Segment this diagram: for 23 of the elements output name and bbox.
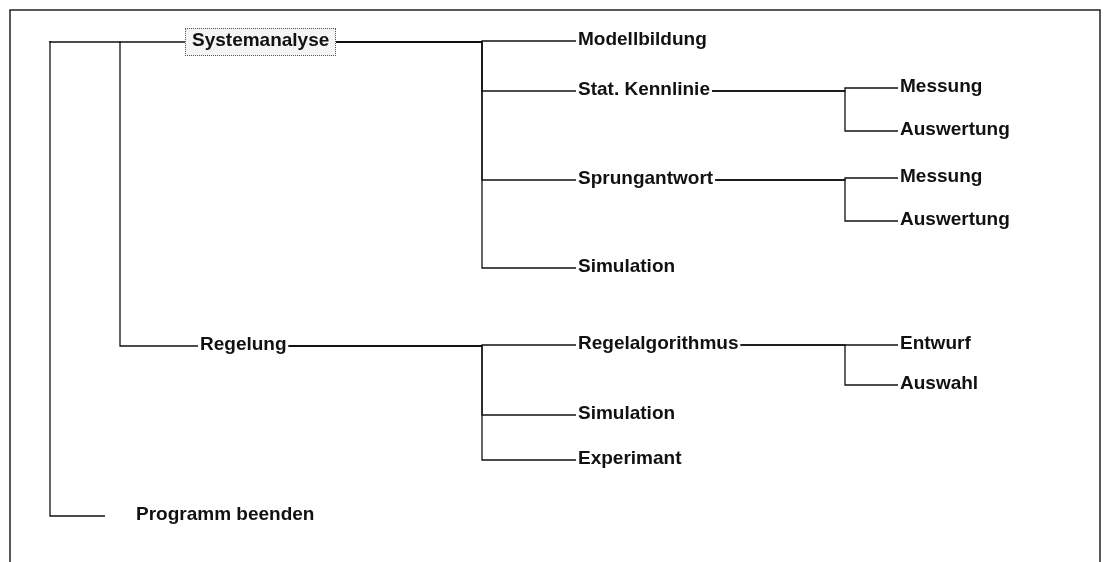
menu-item: Messung [898, 165, 985, 191]
connector-line [714, 179, 899, 222]
connector-line [49, 40, 186, 43]
menu-item: Regelung [198, 333, 289, 359]
menu-item: Simulation [576, 402, 678, 428]
menu-item: Auswertung [898, 118, 1012, 144]
connector-line [739, 344, 899, 386]
menu-item: Programm beenden [134, 503, 317, 529]
connector-line [49, 40, 106, 517]
selected-menu-item: Systemanalyse [185, 28, 337, 56]
menu-item: Messung [898, 75, 985, 101]
connector-line [119, 40, 199, 347]
menu-item: Regelalgorithmus [576, 332, 741, 358]
connector-line [287, 345, 577, 461]
menu-item: Modellbildung [576, 28, 709, 54]
menu-item: Entwurf [898, 332, 973, 358]
connector-line [711, 90, 899, 132]
menu-item: Auswertung [898, 208, 1012, 234]
menu-item: Stat. Kennlinie [576, 78, 712, 104]
menu-item: Simulation [576, 255, 678, 281]
menu-item: Sprungantwort [576, 167, 716, 193]
menu-item: Auswahl [898, 372, 981, 398]
menu-item: Experimant [576, 447, 684, 473]
